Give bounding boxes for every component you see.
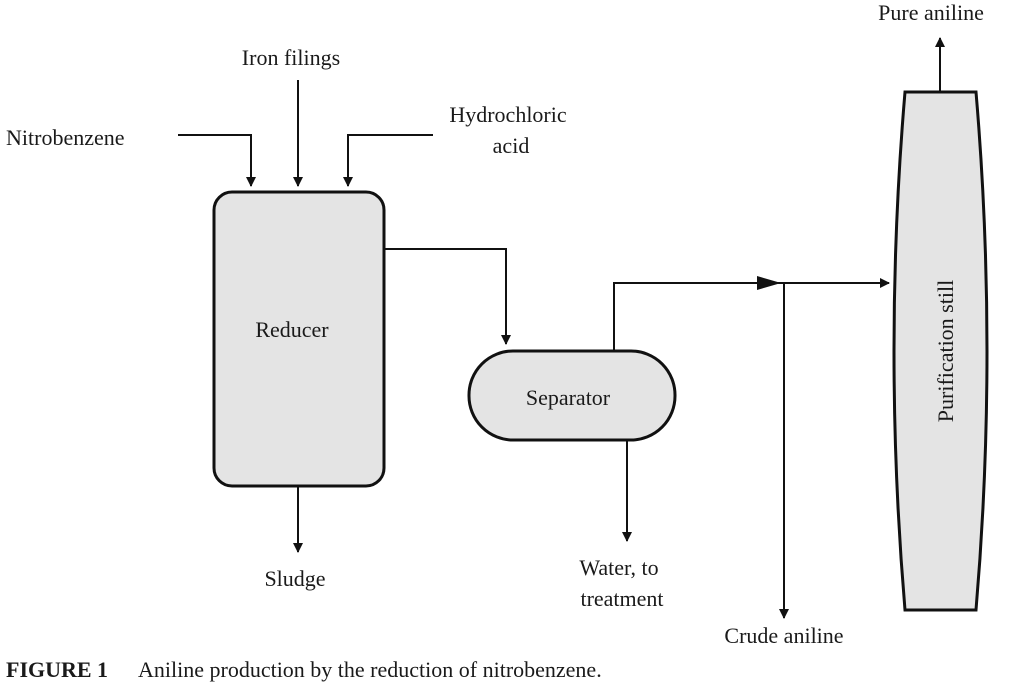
hcl-feed-line	[343, 134, 433, 187]
water-label-line1: Water, to	[579, 555, 658, 580]
purification-still-column	[892, 90, 989, 612]
sludge-label: Sludge	[264, 566, 325, 591]
crude-aniline-label: Crude aniline	[724, 623, 843, 648]
pure-aniline-label: Pure aniline	[878, 0, 984, 25]
separator-vessel	[467, 349, 677, 442]
nitrobenzene-feed-line	[178, 134, 256, 187]
separator-to-still-line	[613, 278, 890, 351]
reducer-to-separator-line	[384, 248, 511, 345]
iron-filings-label: Iron filings	[242, 45, 340, 70]
hcl-label-line1: Hydrochloric	[449, 102, 567, 127]
reducer-label: Reducer	[255, 317, 329, 342]
figure-caption-text: Aniline production by the reduction of n…	[138, 657, 602, 682]
figure-caption-label: FIGURE 1	[6, 657, 108, 682]
nitrobenzene-label: Nitrobenzene	[6, 125, 125, 150]
separator-label: Separator	[526, 385, 611, 410]
hcl-label-line2: acid	[493, 133, 530, 158]
water-label-line2: treatment	[580, 586, 663, 611]
purification-still-label: Purification still	[933, 280, 958, 422]
